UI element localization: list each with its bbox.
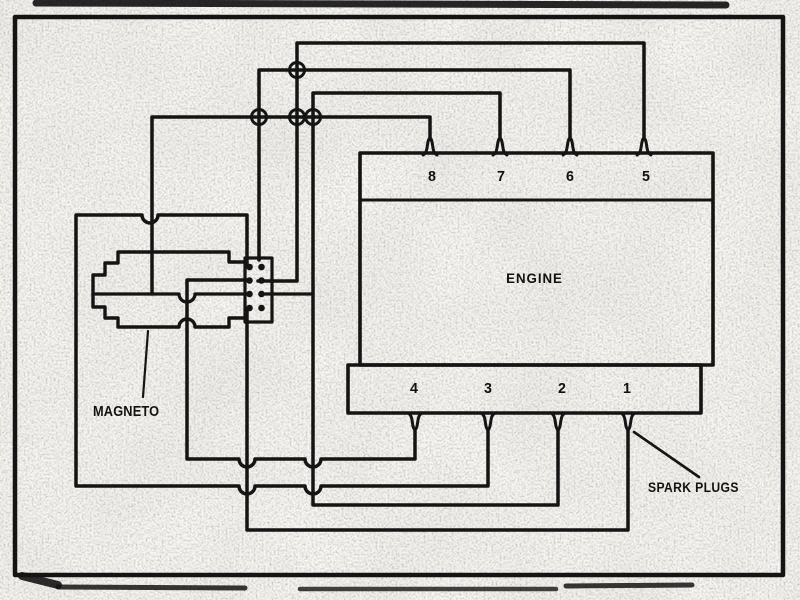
cylinder-number-3: 3 — [484, 380, 492, 397]
cylinder-number-8: 8 — [428, 168, 436, 185]
terminal-dot — [246, 277, 253, 284]
cylinder-number-2: 2 — [558, 380, 566, 397]
bottom-scan-smudge-left — [55, 584, 248, 591]
terminal-dot — [258, 277, 265, 284]
engine-label: ENGINE — [506, 270, 563, 286]
terminal-dot — [246, 304, 253, 312]
terminal-dot — [246, 290, 253, 298]
terminal-dot — [258, 263, 265, 271]
spark-plugs-label: SPARK PLUGS — [648, 480, 739, 495]
cylinder-number-6: 6 — [566, 168, 574, 185]
top-scan-smudge — [32, 0, 730, 9]
cylinder-number-5: 5 — [642, 168, 650, 185]
magneto-label: MAGNETO — [93, 404, 160, 420]
cylinder-number-7: 7 — [497, 168, 505, 185]
cylinder-number-4: 4 — [410, 380, 418, 397]
terminal-dot — [258, 290, 265, 298]
terminal-dot — [246, 263, 253, 271]
bottom-scan-smudge-right — [563, 582, 695, 589]
terminal-dot — [258, 304, 265, 312]
cylinder-number-1: 1 — [623, 380, 631, 397]
